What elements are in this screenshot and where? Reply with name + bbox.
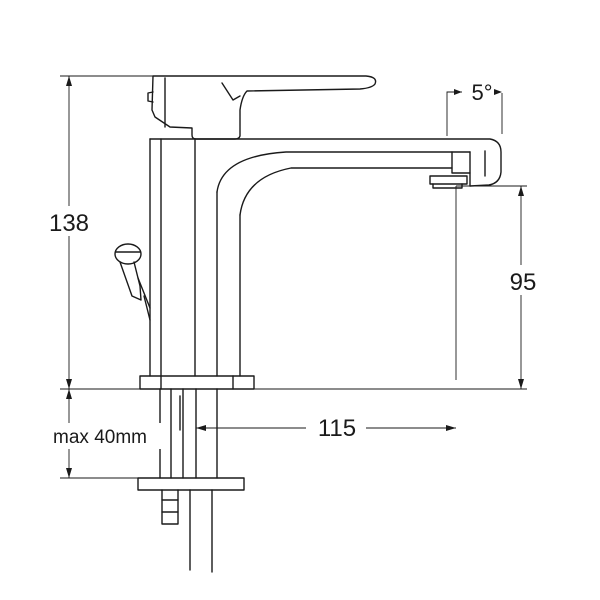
spout-height-label: 95 <box>510 269 537 296</box>
spout-height-dimension: 95 <box>455 185 544 389</box>
spout <box>194 138 502 216</box>
max-thickness-dimension: max 40mm <box>40 389 162 479</box>
dimension-lines: 138 95 115 max 40mm <box>40 75 544 479</box>
spout-reach-dimension: 115 <box>196 415 456 442</box>
shank-assembly <box>137 388 245 573</box>
faucet-outline <box>114 75 502 573</box>
overall-height-dimension: 138 <box>42 75 153 389</box>
lever-handle <box>147 75 377 140</box>
spout-angle-label: 5° <box>471 80 492 105</box>
popup-rod <box>114 243 151 321</box>
spout-reach-label: 115 <box>318 415 356 442</box>
spout-angle-dimension: 5° <box>446 80 503 136</box>
faucet-body <box>149 138 241 377</box>
max-thickness-label: max 40mm <box>53 427 147 448</box>
overall-height-label: 138 <box>49 210 89 237</box>
base-flange <box>139 375 255 390</box>
